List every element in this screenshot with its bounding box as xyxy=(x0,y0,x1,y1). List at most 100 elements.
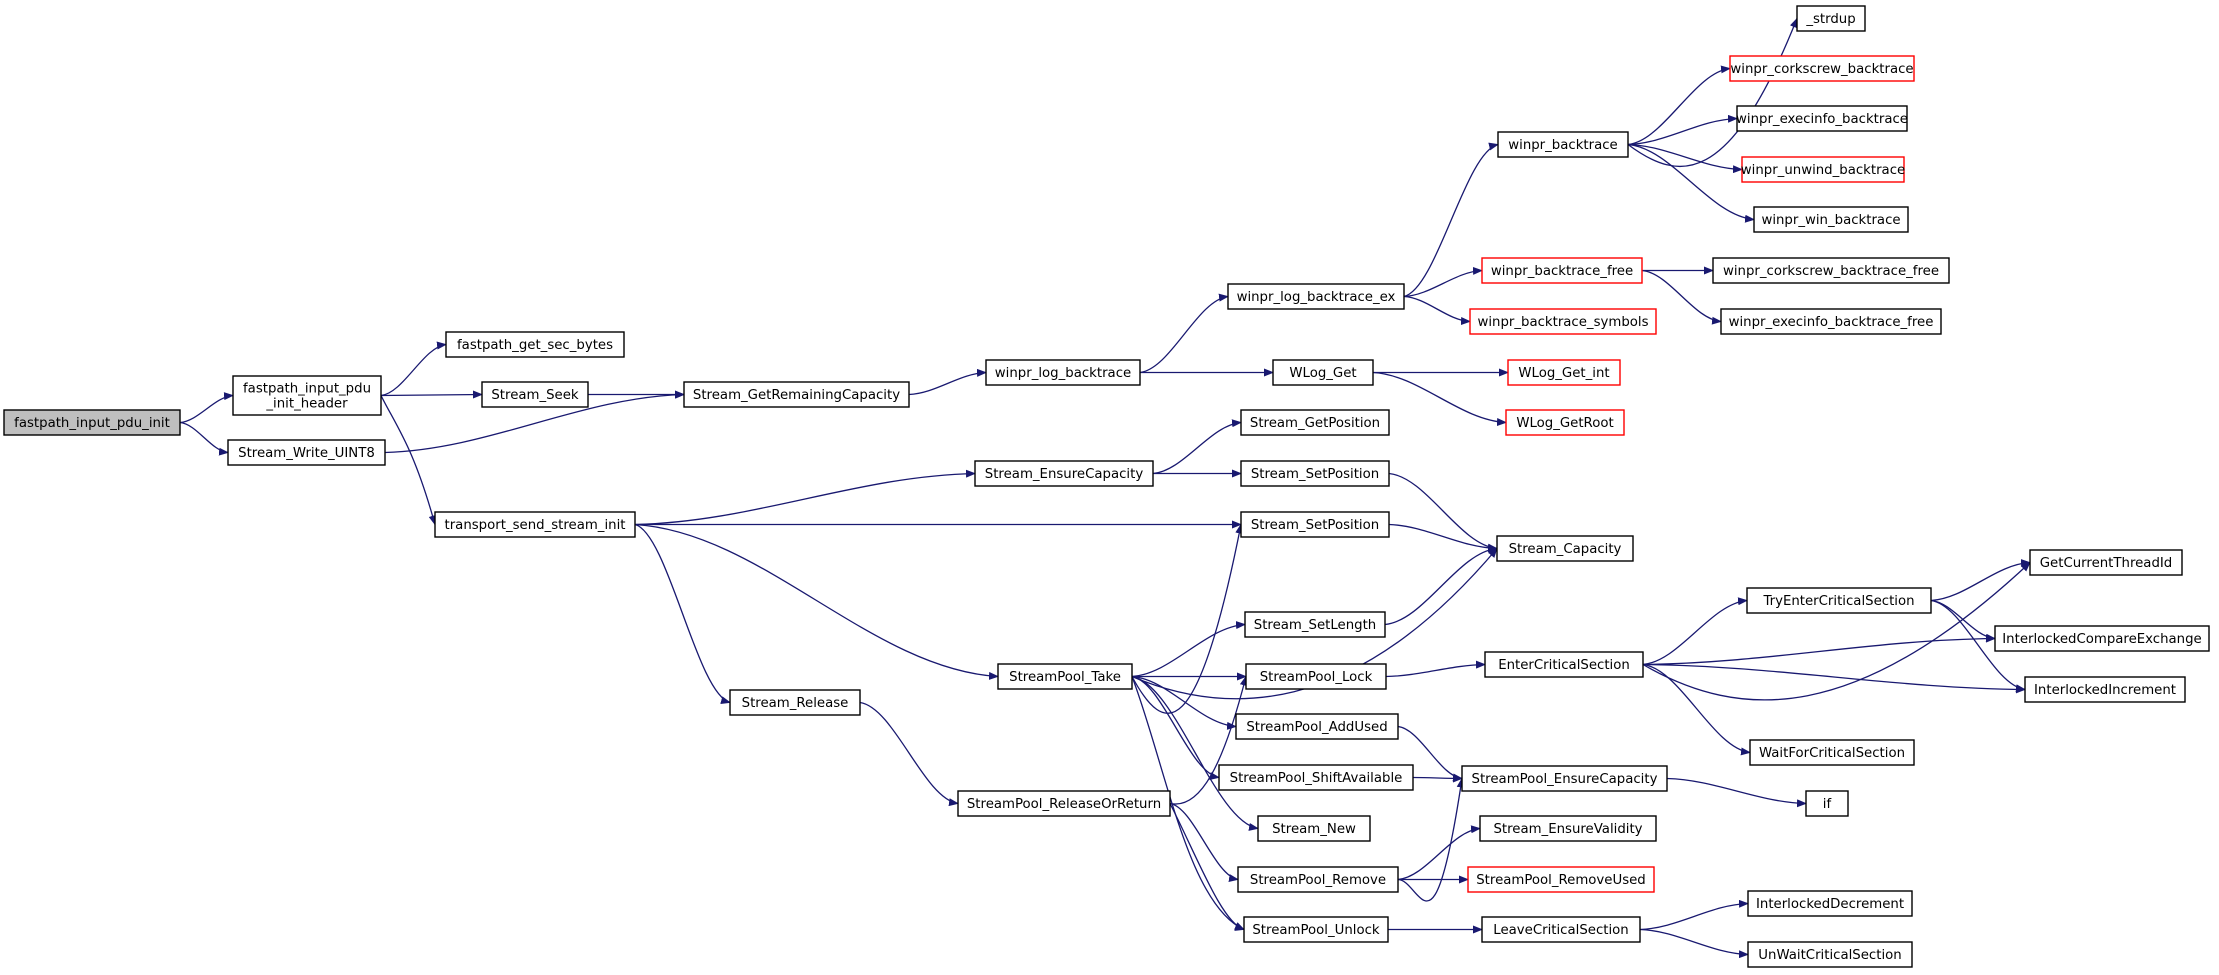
node-streampool-shiftavailable[interactable]: StreamPool_ShiftAvailable xyxy=(1218,764,1414,791)
node-stream-new[interactable]: Stream_New xyxy=(1257,815,1371,842)
node-box xyxy=(1244,611,1386,638)
node-box xyxy=(997,663,1133,690)
node-label: UnWaitCriticalSection xyxy=(1758,948,1901,963)
node-transport-send-stream-init[interactable]: transport_send_stream_init xyxy=(434,511,636,538)
node-winpr-execinfo-backtrace[interactable]: winpr_execinfo_backtrace xyxy=(1736,105,1908,132)
node-interlockedincrement[interactable]: InterlockedIncrement xyxy=(2024,676,2186,703)
node-streampool-addused[interactable]: StreamPool_AddUsed xyxy=(1235,713,1399,740)
node-stream-release[interactable]: Stream_Release xyxy=(729,689,861,716)
edge-winpr-backtrace-to-winpr-corkscrew-backtrace xyxy=(1627,65,1731,146)
node-unwaitcriticalsection[interactable]: UnWaitCriticalSection xyxy=(1747,941,1913,968)
node-stream-setlength[interactable]: Stream_SetLength xyxy=(1244,611,1386,638)
node-label: Stream_Capacity xyxy=(1509,542,1622,557)
edge-wlog-get-to-wlog-getroot xyxy=(1372,371,1507,427)
node-getcurrentthreadid[interactable]: GetCurrentThreadId xyxy=(2029,549,2183,576)
node-streampool-releaseorreturn[interactable]: StreamPool_ReleaseOrReturn xyxy=(957,790,1171,817)
node-stream-setposition[interactable]: Stream_SetPosition xyxy=(1240,511,1390,538)
edge-fastpath-input-pdu-init-header-to-stream-seek xyxy=(380,390,483,399)
node-winpr-execinfo-backtrace-free[interactable]: winpr_execinfo_backtrace_free xyxy=(1720,308,1942,335)
node-box xyxy=(729,689,861,716)
edge-stream-setposition-to-stream-capacity xyxy=(1388,523,1498,553)
node-box xyxy=(481,381,589,408)
node-if[interactable]: if xyxy=(1805,790,1849,817)
node-label: Stream_GetPosition xyxy=(1250,416,1380,431)
node-box xyxy=(1505,409,1625,436)
node-winpr-log-backtrace[interactable]: winpr_log_backtrace xyxy=(985,359,1141,386)
edge-winpr-log-backtrace-to-winpr-log-backtrace-ex xyxy=(1139,293,1229,374)
node-winpr-corkscrew-backtrace-free[interactable]: winpr_corkscrew_backtrace_free xyxy=(1712,257,1950,284)
edge-tryentercriticalsection-to-getcurrentthreadid xyxy=(1930,559,2031,602)
node-label: Stream_GetRemainingCapacity xyxy=(693,388,900,403)
node-streampool-ensurecapacity[interactable]: StreamPool_EnsureCapacity xyxy=(1461,765,1668,792)
node-label: WaitForCriticalSection xyxy=(1759,746,1905,761)
node-box xyxy=(1496,535,1634,562)
node-streampool-remove[interactable]: StreamPool_Remove xyxy=(1237,866,1399,893)
node-label: StreamPool_EnsureCapacity xyxy=(1472,772,1658,787)
node-entercriticalsection[interactable]: EnterCriticalSection xyxy=(1484,651,1644,678)
edge-stream-getremainingcapacity-to-winpr-log-backtrace xyxy=(908,368,987,396)
node-streampool-lock[interactable]: StreamPool_Lock xyxy=(1245,663,1387,690)
node-box xyxy=(1235,713,1399,740)
node-stream-getremainingcapacity[interactable]: Stream_GetRemainingCapacity xyxy=(683,381,910,408)
node-label: InterlockedCompareExchange xyxy=(2002,632,2202,647)
node-label: Stream_SetLength xyxy=(1254,618,1376,633)
node-stream-setposition[interactable]: Stream_SetPosition xyxy=(1240,460,1390,487)
node-interlockedcompareexchange[interactable]: InterlockedCompareExchange xyxy=(1994,625,2210,652)
node-stream-write-uint8[interactable]: Stream_Write_UINT8 xyxy=(227,439,386,466)
edge-winpr-log-backtrace-ex-to-winpr-backtrace-free xyxy=(1403,266,1483,298)
node-waitforcriticalsection[interactable]: WaitForCriticalSection xyxy=(1749,739,1915,766)
node-fastpath-input-pdu-init[interactable]: fastpath_input_pdu_init xyxy=(3,409,181,436)
node-label: Stream_SetPosition xyxy=(1251,518,1379,533)
node-fastpath-input-pdu-init-header[interactable]: fastpath_input_pdu_init_header xyxy=(232,375,382,416)
node-winpr-backtrace-free[interactable]: winpr_backtrace_free xyxy=(1481,257,1643,284)
edge-entercriticalsection-to-tryentercriticalsection xyxy=(1642,597,1748,666)
node-winpr-log-backtrace-ex[interactable]: winpr_log_backtrace_ex xyxy=(1227,283,1405,310)
node-label: fastpath_input_pdu xyxy=(243,382,371,397)
node-streampool-take[interactable]: StreamPool_Take xyxy=(997,663,1133,690)
node-tryentercriticalsection[interactable]: TryEnterCriticalSection xyxy=(1746,587,1932,614)
node-box xyxy=(1507,359,1621,386)
node-box xyxy=(1753,206,1909,233)
node-stream-getposition[interactable]: Stream_GetPosition xyxy=(1240,409,1390,436)
edge-stream-setlength-to-stream-capacity xyxy=(1384,545,1498,626)
node-label: winpr_backtrace xyxy=(1508,138,1617,153)
node-streampool-unlock[interactable]: StreamPool_Unlock xyxy=(1243,916,1389,943)
node-box xyxy=(957,790,1171,817)
edge-fastpath-input-pdu-init-to-fastpath-input-pdu-init-header xyxy=(179,392,234,424)
node-box xyxy=(1237,866,1399,893)
node-label: if xyxy=(1823,797,1832,812)
node-winpr-backtrace[interactable]: winpr_backtrace xyxy=(1497,131,1629,158)
node-streampool-removeused[interactable]: StreamPool_RemoveUsed xyxy=(1467,866,1655,893)
node-stream-ensurecapacity[interactable]: Stream_EnsureCapacity xyxy=(974,460,1154,487)
node-label: winpr_log_backtrace xyxy=(995,366,1131,381)
node-wlog-getroot[interactable]: WLog_GetRoot xyxy=(1505,409,1625,436)
node-fastpath-get-sec-bytes[interactable]: fastpath_get_sec_bytes xyxy=(445,331,625,358)
node-wlog-get[interactable]: WLog_Get xyxy=(1272,359,1374,386)
node-label: StreamPool_Remove xyxy=(1250,873,1386,888)
node-label: winpr_execinfo_backtrace_free xyxy=(1729,315,1934,330)
node-label: StreamPool_Unlock xyxy=(1252,923,1380,938)
node-stream-capacity[interactable]: Stream_Capacity xyxy=(1496,535,1634,562)
node-box xyxy=(1994,625,2210,652)
edge-streampool-ensurecapacity-to-if xyxy=(1666,777,1807,808)
node-winpr-win-backtrace[interactable]: winpr_win_backtrace xyxy=(1753,206,1909,233)
node-winpr-corkscrew-backtrace[interactable]: winpr_corkscrew_backtrace xyxy=(1729,55,1915,82)
node-interlockeddecrement[interactable]: InterlockedDecrement xyxy=(1747,890,1913,917)
edge-entercriticalsection-to-interlockedcompareexchange xyxy=(1642,634,1996,666)
node-label: Stream_Seek xyxy=(491,388,579,403)
node-box xyxy=(1746,587,1932,614)
node-wlog-get-int[interactable]: WLog_Get_int xyxy=(1507,359,1621,386)
node-label: fastpath_get_sec_bytes xyxy=(457,338,613,353)
node-stream-seek[interactable]: Stream_Seek xyxy=(481,381,589,408)
node-stream-ensurevalidity[interactable]: Stream_EnsureValidity xyxy=(1479,815,1657,842)
node-winpr-unwind-backtrace[interactable]: winpr_unwind_backtrace xyxy=(1741,156,1905,183)
node-box xyxy=(1245,663,1387,690)
node-box xyxy=(1481,916,1641,943)
node-box xyxy=(1484,651,1644,678)
node-winpr-backtrace-symbols[interactable]: winpr_backtrace_symbols xyxy=(1469,308,1657,335)
node-strdup[interactable]: _strdup xyxy=(1796,5,1866,32)
node-label: StreamPool_RemoveUsed xyxy=(1476,873,1646,888)
node-leavecriticalsection[interactable]: LeaveCriticalSection xyxy=(1481,916,1641,943)
node-label: StreamPool_ShiftAvailable xyxy=(1230,771,1403,786)
node-box xyxy=(1741,156,1905,183)
